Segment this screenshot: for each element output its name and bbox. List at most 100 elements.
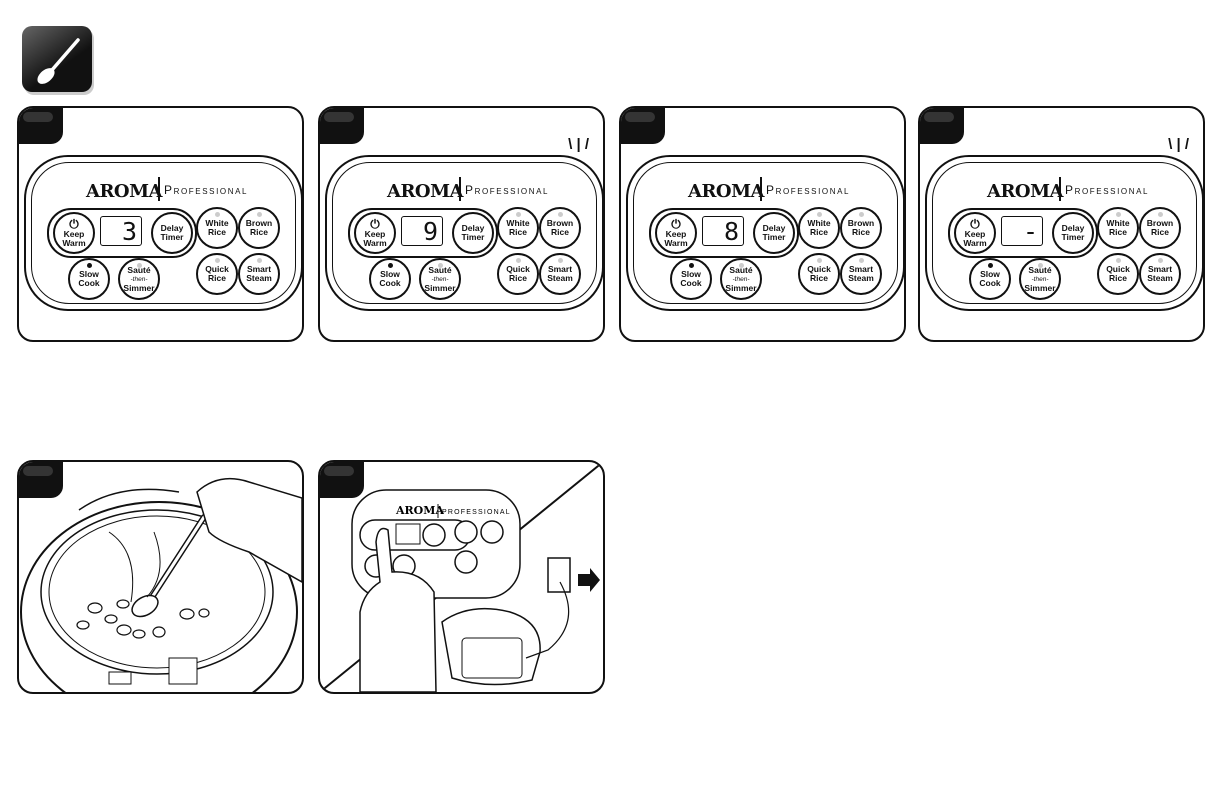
power-icon: ⏻ [671, 217, 681, 231]
slow-cook-button[interactable]: Slow Cook [969, 258, 1011, 300]
button-label: Warm [62, 238, 86, 248]
keep-warm-button[interactable]: ⏻ Keep Warm [354, 212, 396, 254]
beep-indicator-icon: \ | / [568, 136, 589, 153]
button-label: Sauté [1028, 264, 1052, 275]
indicator-light [1037, 263, 1043, 268]
unplug-illustration: AROMA PROFESSIONAL [320, 462, 603, 692]
indicator-light [214, 258, 220, 263]
white-rice-button[interactable]: White Rice [1097, 207, 1139, 249]
smart-steam-button[interactable]: Smart Steam [840, 253, 882, 295]
brand-line: Professional [766, 183, 851, 197]
indicator-light [256, 212, 262, 217]
button-label: Sauté [127, 264, 151, 275]
step-panel-1: AROMA Professional ⏻ Keep Warm 3 Delay T… [17, 106, 304, 342]
brown-rice-button[interactable]: Brown Rice [840, 207, 882, 249]
saute-simmer-button[interactable]: Sauté -then- Simmer [720, 258, 762, 300]
white-rice-button[interactable]: White Rice [497, 207, 539, 249]
button-label: Timer [1061, 232, 1085, 242]
button-label: Delay [762, 223, 786, 233]
button-label: Rice [810, 227, 828, 237]
saute-simmer-button[interactable]: Sauté -then- Simmer [419, 258, 461, 300]
brand-divider [459, 177, 461, 201]
button-label: Rice [1151, 227, 1169, 237]
button-label: Rice [852, 227, 870, 237]
delay-timer-button[interactable]: Delay Timer [1052, 212, 1094, 254]
button-label: White [1106, 218, 1130, 228]
brown-rice-button[interactable]: Brown Rice [539, 207, 581, 249]
brand-logo: AROMA [688, 181, 765, 202]
svg-text:PROFESSIONAL: PROFESSIONAL [442, 509, 511, 516]
step-panel-2: AROMA Professional ⏻ Keep Warm 9 Delay T… [318, 106, 605, 342]
saute-simmer-button[interactable]: Sauté -then- Simmer [118, 258, 160, 300]
control-panel: AROMA Professional ⏻ Keep Warm - - Delay… [925, 155, 1203, 311]
brown-rice-button[interactable]: Brown Rice [1139, 207, 1181, 249]
quick-rice-button[interactable]: Quick Rice [1097, 253, 1139, 295]
button-label: Keep [63, 229, 85, 239]
button-label: Rice [551, 227, 569, 237]
slow-cook-button[interactable]: Slow Cook [369, 258, 411, 300]
smart-steam-button[interactable]: Smart Steam [539, 253, 581, 295]
indicator-light [437, 263, 443, 268]
button-label: Simmer [123, 282, 155, 293]
keep-warm-button[interactable]: ⏻ Keep Warm [954, 212, 996, 254]
step-panel-3: AROMA Professional ⏻ Keep Warm 8 Delay T… [619, 106, 906, 342]
smart-steam-button[interactable]: Smart Steam [238, 253, 280, 295]
saute-simmer-button[interactable]: Sauté -then- Simmer [1019, 258, 1061, 300]
timer-button-group: ⏻ Keep Warm 8 Delay Timer [649, 208, 799, 258]
button-label: Smart [848, 264, 874, 274]
indicator-light [387, 263, 393, 268]
button-label: Rice [208, 273, 226, 283]
indicator-light [987, 263, 993, 268]
indicator-light [816, 258, 822, 263]
button-label: Slow [380, 269, 400, 279]
brand-logo: AROMA [387, 181, 464, 202]
indicator-light [816, 212, 822, 217]
quick-rice-button[interactable]: Quick Rice [497, 253, 539, 295]
digital-display: - - [1001, 216, 1043, 276]
indicator-light [136, 263, 142, 268]
button-label: Cook [680, 278, 702, 288]
smart-steam-button[interactable]: Smart Steam [1139, 253, 1181, 295]
indicator-light [858, 212, 864, 217]
white-rice-button[interactable]: White Rice [196, 207, 238, 249]
button-label: Delay [160, 223, 184, 233]
indicator-light [557, 212, 563, 217]
step-number-tab [19, 108, 63, 144]
brand-logo: AROMA [987, 181, 1064, 202]
indicator-light [1157, 212, 1163, 217]
button-label: Rice [509, 227, 527, 237]
button-label: -then- [1031, 275, 1049, 283]
quick-rice-button[interactable]: Quick Rice [798, 253, 840, 295]
brown-rice-button[interactable]: Brown Rice [238, 207, 280, 249]
button-label: White [205, 218, 229, 228]
indicator-light [515, 212, 521, 217]
button-label: Smart [1147, 264, 1173, 274]
button-label: Quick [807, 264, 831, 274]
spoon-icon [22, 26, 92, 92]
indicator-light [86, 263, 92, 268]
button-label: Simmer [725, 282, 757, 293]
button-label: Keep [964, 229, 986, 239]
white-rice-button[interactable]: White Rice [798, 207, 840, 249]
delay-timer-button[interactable]: Delay Timer [151, 212, 193, 254]
button-label: Steam [246, 273, 272, 283]
indicator-light [688, 263, 694, 268]
button-label: Slow [681, 269, 701, 279]
indicator-light [1157, 258, 1163, 263]
button-label: White [807, 218, 831, 228]
power-icon: ⏻ [69, 217, 79, 231]
quick-rice-button[interactable]: Quick Rice [196, 253, 238, 295]
button-label: Brown [1146, 218, 1174, 228]
slow-cook-button[interactable]: Slow Cook [670, 258, 712, 300]
button-label: Rice [208, 227, 226, 237]
delay-timer-button[interactable]: Delay Timer [753, 212, 795, 254]
indicator-light [1115, 212, 1121, 217]
keep-warm-button[interactable]: ⏻ Keep Warm [655, 212, 697, 254]
keep-warm-button[interactable]: ⏻ Keep Warm [53, 212, 95, 254]
button-label: Quick [506, 264, 530, 274]
step-panel-stir [17, 460, 304, 694]
beep-indicator-icon: \ | / [1168, 136, 1189, 153]
delay-timer-button[interactable]: Delay Timer [452, 212, 494, 254]
button-label: -then- [130, 275, 148, 283]
slow-cook-button[interactable]: Slow Cook [68, 258, 110, 300]
